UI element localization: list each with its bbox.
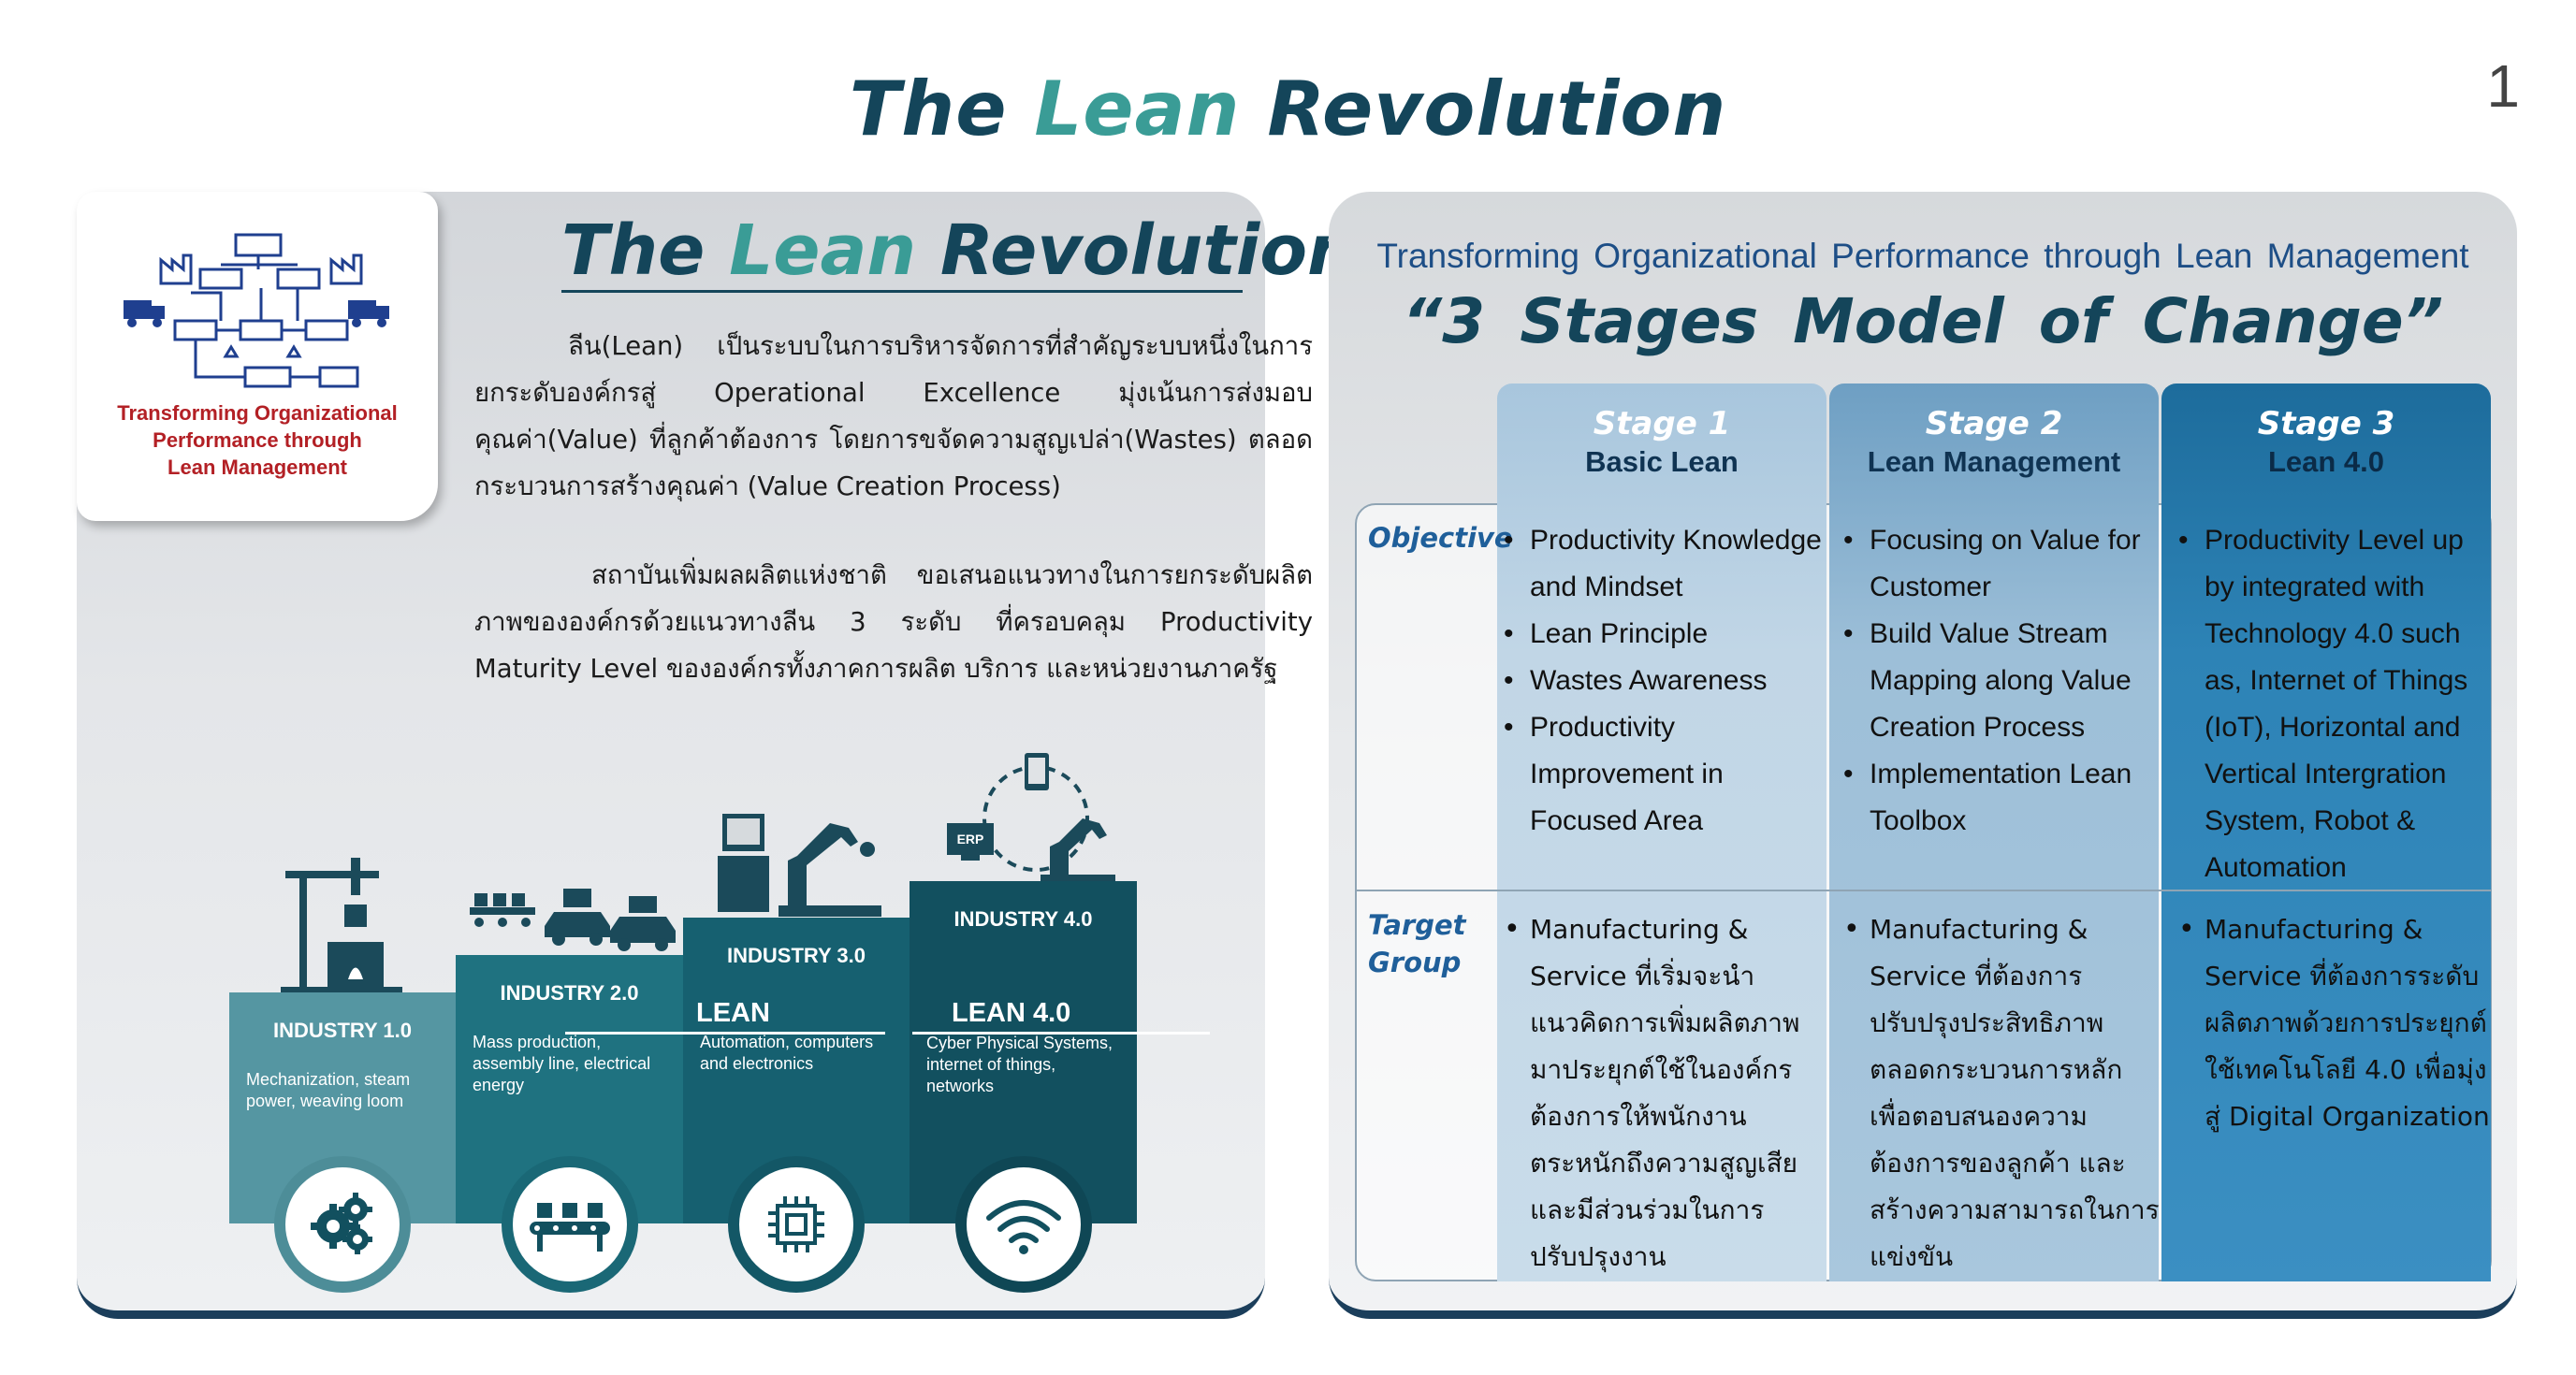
- logo-caption-line: Lean Management: [167, 456, 347, 479]
- stage-3-objective-cell: Productivity Level up by integrated with…: [2176, 517, 2499, 891]
- industry-icon-circle: [728, 1156, 865, 1293]
- list-item: Manufacturing & Service ที่ต้องการปรับปร…: [1841, 906, 2164, 1281]
- gears-icon: [311, 1193, 372, 1254]
- stage-3-target-cell: Manufacturing & Service ที่ต้องการระดับผ…: [2176, 906, 2499, 1140]
- wifi-icon: [985, 1200, 1061, 1254]
- objective-row-label: Objective: [1368, 522, 1513, 554]
- erp-label: ERP: [957, 832, 984, 847]
- title-accent-word: Lean: [1034, 65, 1241, 152]
- stage-header: Stage 3 Lean 4.0: [2161, 404, 2491, 481]
- steam-pump-icon: [281, 858, 402, 993]
- list-item: Manufacturing & Service ที่ต้องการระดับผ…: [2176, 906, 2499, 1140]
- industry-4-step: INDUSTRY 4.0 Cyber Physical Systems, int…: [910, 881, 1137, 1293]
- row-label-line: Target: [1368, 909, 1466, 941]
- lean-label: LEAN: [696, 998, 770, 1028]
- page-number: 1: [2486, 52, 2520, 120]
- panel-title: “3 Stages Model of Change”: [1402, 285, 2444, 357]
- list-item: Lean Principle: [1502, 611, 1825, 658]
- industry-icon-circle: [954, 1156, 1092, 1293]
- stage-header: Stage 1 Basic Lean: [1497, 404, 1826, 481]
- panel-subtitle: Transforming Organizational Performance …: [1376, 237, 2469, 275]
- target-group-row-label: Target Group: [1368, 906, 1466, 981]
- logo-caption: Transforming Organizational Performance …: [77, 399, 438, 481]
- industry-title: INDUSTRY 4.0: [953, 907, 1093, 931]
- logo-caption-line: Transforming Organizational: [117, 401, 398, 425]
- stage-name: Basic Lean: [1585, 445, 1739, 478]
- stage-number: Stage 1: [1593, 405, 1731, 442]
- stage-2-target-cell: Manufacturing & Service ที่ต้องการปรับปร…: [1841, 906, 2164, 1281]
- logo-card: Transforming Organizational Performance …: [77, 192, 438, 521]
- industry-description: Mechanization, steam power, weaving loom: [246, 1070, 411, 1110]
- list-item: Manufacturing & Service ที่เริ่มจะนำแนวค…: [1502, 906, 1825, 1281]
- industry-title: INDUSTRY 2.0: [500, 981, 639, 1005]
- stage-name: Lean 4.0: [2267, 445, 2385, 478]
- list-item: Productivity Improvement in Focused Area: [1502, 704, 1825, 845]
- panel-title: The Lean Revolution: [561, 210, 1357, 291]
- value-stream-map-icon: [124, 233, 389, 388]
- stage-name: Lean Management: [1867, 445, 2121, 478]
- industry-description: Cyber Physical Systems, internet of thin…: [926, 1034, 1113, 1095]
- model-of-change-panel: Transforming Organizational Performance …: [1329, 192, 2517, 1319]
- stage-header: Stage 2 Lean Management: [1829, 404, 2159, 481]
- list-item: Wastes Awareness: [1502, 658, 1825, 704]
- industry-description: Mass production, assembly line, electric…: [473, 1033, 651, 1094]
- list-item: Build Value Stream Mapping along Value C…: [1841, 611, 2164, 751]
- industry-icon-circle: [274, 1156, 411, 1293]
- page-title: The Lean Revolution: [0, 65, 2576, 152]
- title-word: Revolution: [1267, 65, 1727, 152]
- list-item: Productivity Knowledge and Mindset: [1502, 517, 1825, 611]
- title-word: The: [561, 210, 706, 291]
- industry-icon-circle: [501, 1156, 638, 1293]
- stage-number: Stage 2: [1925, 405, 2063, 442]
- list-item: Productivity Level up by integrated with…: [2176, 517, 2499, 891]
- assembly-line-cars-icon: [470, 889, 676, 951]
- conveyor-icon: [529, 1203, 610, 1252]
- lean-4-label: LEAN 4.0: [952, 998, 1071, 1028]
- lean-4-arrow: [912, 1032, 1210, 1035]
- stage-number: Stage 3: [2257, 405, 2395, 442]
- title-word: Revolution: [939, 210, 1357, 291]
- stage-1-target-cell: Manufacturing & Service ที่เริ่มจะนำแนวค…: [1502, 906, 1825, 1281]
- stage-2-objective-cell: Focusing on Value for Customer Build Val…: [1841, 517, 2164, 845]
- lean-revolution-panel: Transforming Organizational Performance …: [77, 192, 1357, 1319]
- lean-intro-paragraph: ลีน(Lean) เป็นระบบในการบริหารจัดการที่สำ…: [474, 331, 1313, 501]
- ftpi-proposal-paragraph: สถาบันเพิ่มผลผลิตแห่งชาติ ขอเสนอแนวทางใน…: [474, 560, 1313, 684]
- robot-arm-computer-icon: [718, 814, 881, 917]
- industry-1-step: INDUSTRY 1.0 Mechanization, steam power,…: [229, 992, 456, 1293]
- chip-icon: [768, 1196, 824, 1252]
- stage-1-objective-cell: Productivity Knowledge and Mindset Lean …: [1502, 517, 1825, 845]
- row-divider: [1355, 890, 2492, 891]
- industry-2-step: INDUSTRY 2.0 Mass production, assembly l…: [456, 955, 683, 1293]
- industry-3-step: INDUSTRY 3.0 Automation, computers and e…: [683, 918, 910, 1293]
- title-underline: [561, 290, 1243, 293]
- title-accent-word: Lean: [729, 210, 917, 291]
- title-word: The: [849, 65, 1008, 152]
- industry-title: INDUSTRY 1.0: [273, 1019, 412, 1042]
- industry-description: Automation, computers and electronics: [700, 1033, 874, 1073]
- industry-title: INDUSTRY 3.0: [727, 944, 866, 967]
- lean-arrow: [565, 1032, 885, 1035]
- row-label-line: Group: [1368, 947, 1462, 978]
- logo-caption-line: Performance through: [153, 428, 362, 452]
- iot-erp-robot-icon: ERP: [947, 753, 1115, 884]
- list-item: Implementation Lean Toolbox: [1841, 751, 2164, 845]
- list-item: Focusing on Value for Customer: [1841, 517, 2164, 611]
